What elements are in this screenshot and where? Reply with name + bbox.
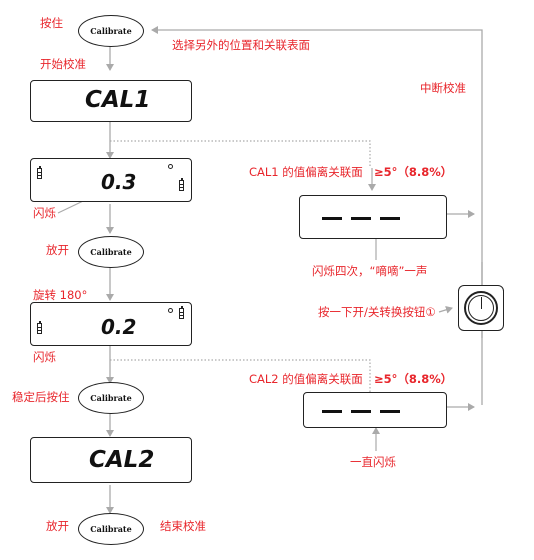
battery-icon bbox=[37, 321, 42, 334]
rotate-label: 旋转 180° bbox=[33, 288, 88, 302]
select-position-label: 选择另外的位置和关联表面 bbox=[172, 38, 310, 52]
lcd-reading-0-2: 0.2 bbox=[30, 302, 192, 346]
degree-dot-icon bbox=[168, 164, 173, 169]
battery-icon bbox=[37, 166, 42, 179]
lcd-dashes-2 bbox=[303, 392, 447, 428]
start-calibration-label: 开始校准 bbox=[40, 57, 86, 71]
power-ring bbox=[464, 291, 498, 325]
cal2-text: CAL2 bbox=[89, 447, 155, 473]
dash-segment bbox=[322, 410, 342, 413]
abort-calibration-label: 中断校准 bbox=[420, 81, 466, 95]
dash-segment bbox=[380, 217, 400, 220]
calibrate-button[interactable]: Calibrate bbox=[78, 15, 144, 47]
hold-when-stable-label: 稳定后按住 bbox=[12, 390, 70, 404]
calibrate-button[interactable]: Calibrate bbox=[78, 236, 144, 268]
power-icon-bar bbox=[480, 297, 483, 309]
cal2-deviation-label: CAL2 的值偏离关联面 bbox=[249, 372, 363, 386]
end-calibration-label: 结束校准 bbox=[160, 519, 206, 533]
flash-four-beep-label: 闪烁四次，“嘀嘀”一声 bbox=[312, 264, 428, 278]
cal2-threshold-label: ≥5°（8.8%） bbox=[374, 372, 453, 386]
press-onoff-label: 按一下开/关转换按钮① bbox=[318, 305, 436, 319]
lcd-cal2: CAL2 bbox=[30, 437, 192, 483]
cal1-text: CAL1 bbox=[85, 87, 151, 113]
lcd-dashes-1 bbox=[299, 195, 447, 239]
flash-label-2: 闪烁 bbox=[33, 350, 56, 364]
lcd-cal1: CAL1 bbox=[30, 80, 192, 122]
calibrate-button[interactable]: Calibrate bbox=[78, 513, 144, 545]
degree-dot-icon bbox=[168, 308, 173, 313]
calibrate-button[interactable]: Calibrate bbox=[78, 382, 144, 414]
lcd-reading-0-3: 0.3 bbox=[30, 158, 192, 202]
battery-icon bbox=[179, 178, 184, 191]
dash-segment bbox=[322, 217, 342, 220]
flash-label-1: 闪烁 bbox=[33, 206, 56, 220]
battery-icon bbox=[179, 306, 184, 319]
power-button[interactable] bbox=[458, 285, 504, 331]
release-label-1: 放开 bbox=[46, 243, 69, 257]
press-hold-label: 按住 bbox=[40, 16, 63, 30]
keep-flashing-label: 一直闪烁 bbox=[350, 455, 396, 469]
dash-segment bbox=[380, 410, 400, 413]
release-label-2: 放开 bbox=[46, 519, 69, 533]
dash-segment bbox=[351, 410, 371, 413]
cal1-deviation-label: CAL1 的值偏离关联面 bbox=[249, 165, 363, 179]
power-icon bbox=[468, 295, 494, 321]
cal1-threshold-label: ≥5°（8.8%） bbox=[374, 165, 453, 179]
dash-segment bbox=[351, 217, 371, 220]
reading-0-2: 0.2 bbox=[101, 315, 137, 339]
reading-0-3: 0.3 bbox=[101, 170, 137, 194]
